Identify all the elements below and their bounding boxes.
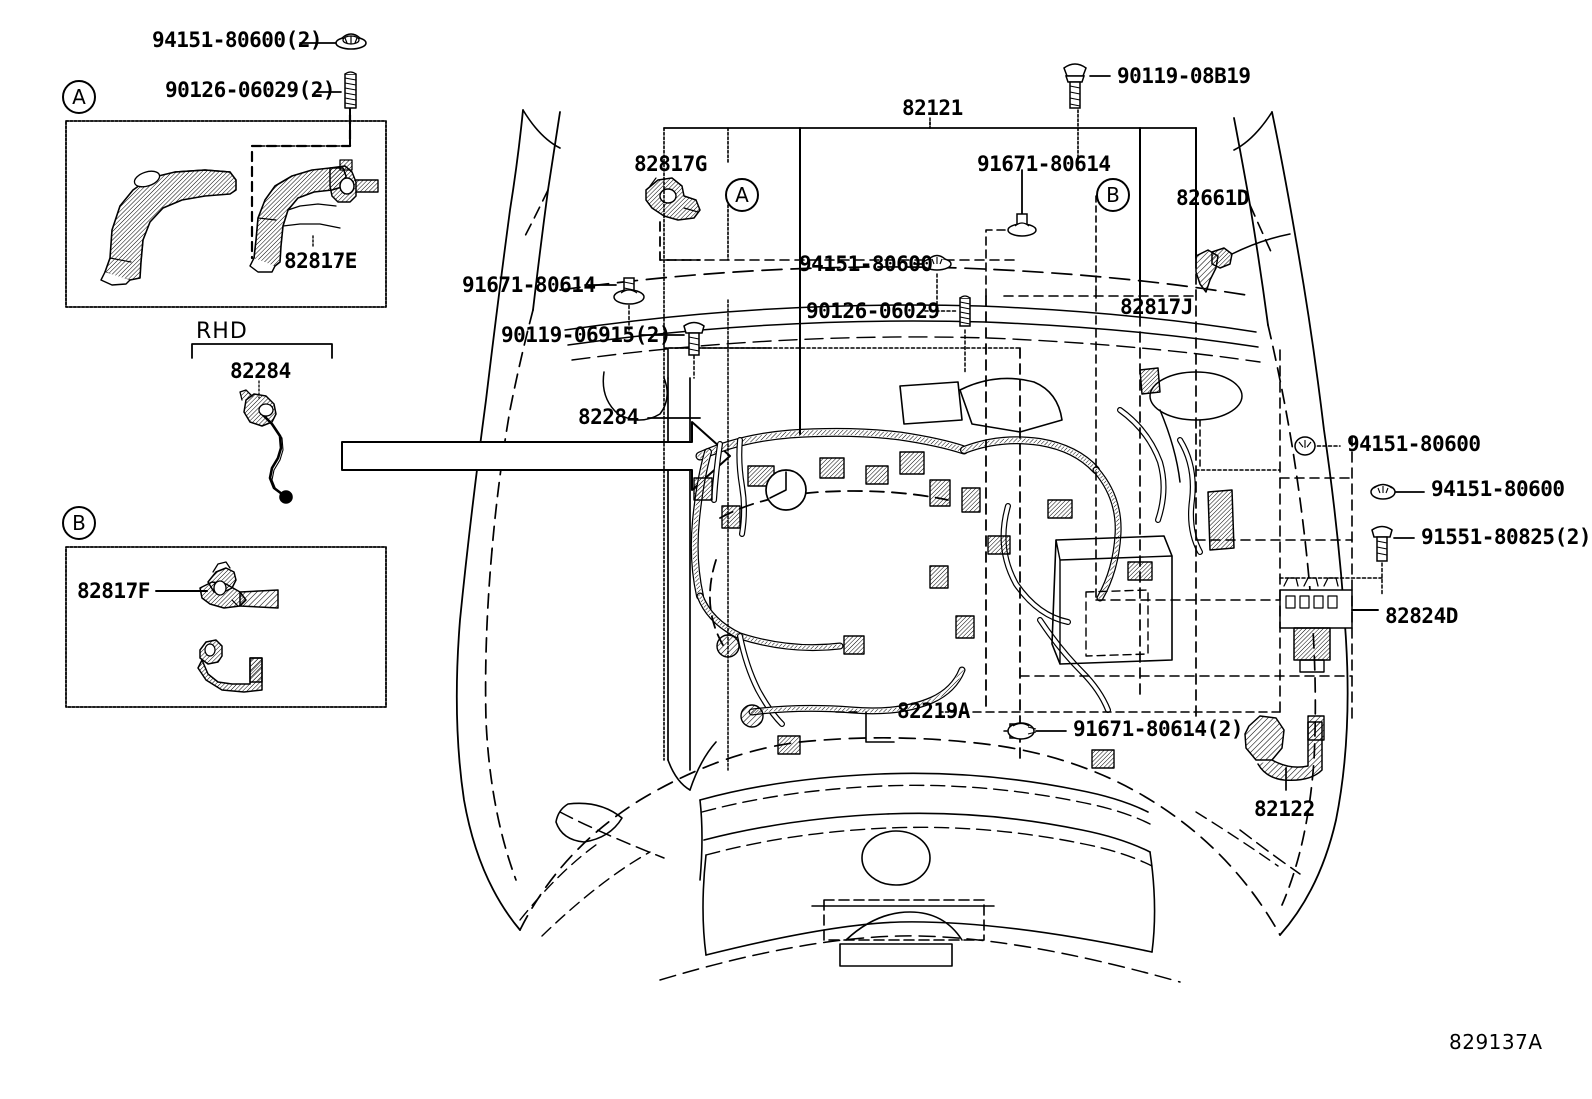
label-94151-80600-right-2: 94151-80600 <box>1431 477 1565 501</box>
label-82122: 82122 <box>1254 797 1315 821</box>
label-82661D: 82661D <box>1176 186 1249 210</box>
section-marker-a-panel: A <box>62 80 96 114</box>
label-82817E: 82817E <box>284 249 357 273</box>
label-94151-80600-right-1: 94151-80600 <box>1347 432 1481 456</box>
section-marker-b-panel-letter: B <box>72 511 86 535</box>
label-91671-80614-top: 91671-80614 <box>977 152 1111 176</box>
label-82284-main: 82284 <box>578 405 639 429</box>
label-82817G: 82817G <box>634 152 707 176</box>
diagram-id-code: 829137A <box>1449 1030 1543 1054</box>
label-rhd: RHD <box>196 319 248 344</box>
label-90126-06029-center: 90126-06029 <box>806 299 940 323</box>
label-82284-rhd: 82284 <box>230 359 291 383</box>
label-82121: 82121 <box>902 96 963 120</box>
section-marker-b-main-letter: B <box>1106 183 1120 207</box>
bolt-glyph <box>1063 63 1087 109</box>
label-90119-08B19: 90119-08B19 <box>1117 64 1251 88</box>
label-82219A: 82219A <box>897 699 970 723</box>
section-marker-a-main: A <box>725 178 759 212</box>
label-82817J: 82817J <box>1120 295 1193 319</box>
label-90126-06029-2-top: 90126-06029(2) <box>165 78 336 102</box>
label-94151-80600-2-top: 94151-80600(2) <box>152 28 323 52</box>
section-marker-a-main-letter: A <box>735 183 749 207</box>
section-marker-a-panel-letter: A <box>72 85 86 109</box>
label-91671-80614-left: 91671-80614 <box>462 273 596 297</box>
label-94151-80600-center: 94151-80600 <box>799 252 933 276</box>
section-marker-b-panel: B <box>62 506 96 540</box>
label-82824D: 82824D <box>1385 604 1458 628</box>
label-91671-80614-2-bottom: 91671-80614(2) <box>1073 717 1244 741</box>
section-marker-b-main: B <box>1096 178 1130 212</box>
label-90119-06915-2: 90119-06915(2) <box>501 323 672 347</box>
label-91551-80825-2: 91551-80825(2) <box>1421 525 1592 549</box>
label-82817F: 82817F <box>77 579 150 603</box>
